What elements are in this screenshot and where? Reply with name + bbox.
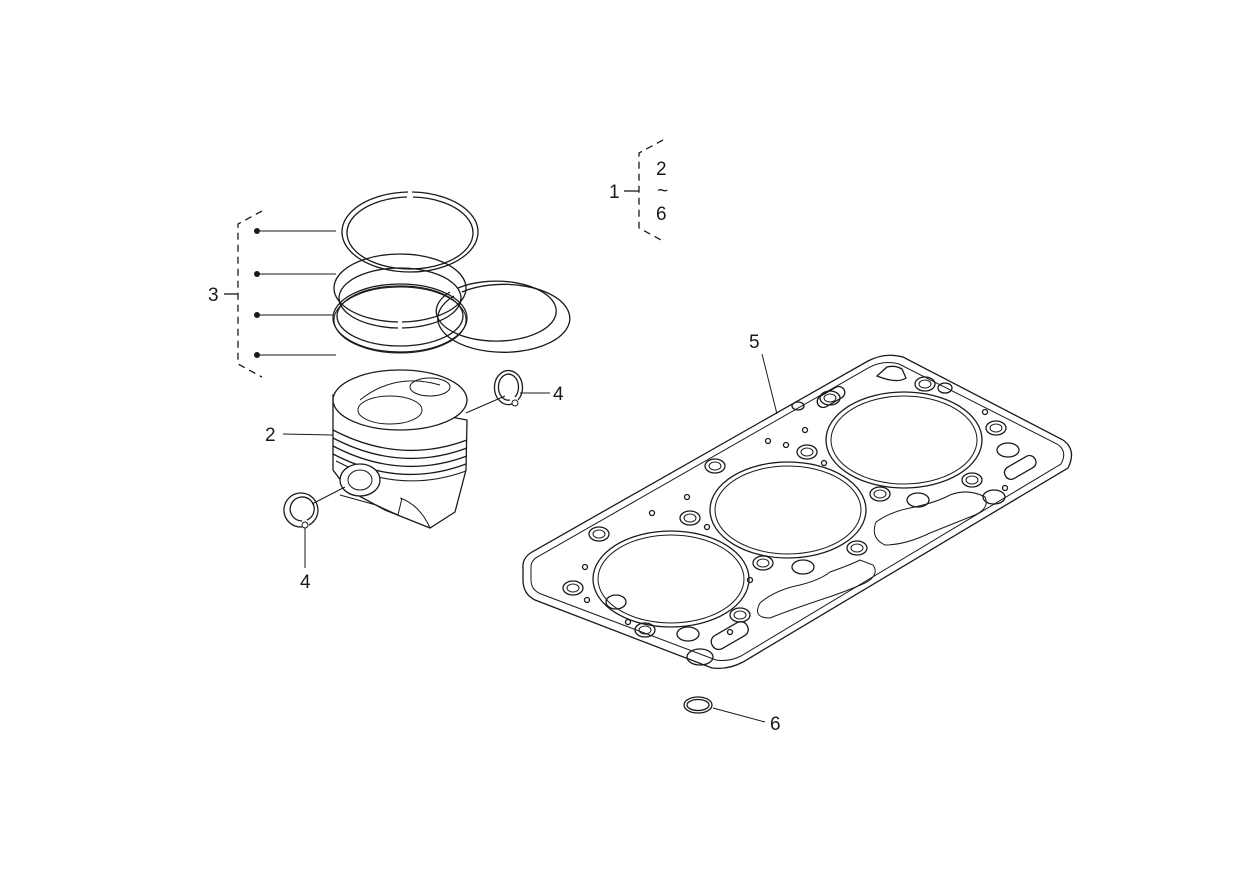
cylinder-head-gasket: 5: [522, 332, 1073, 670]
kit-bracket: 1 2 ~ 6: [609, 139, 668, 242]
callout-4-right: 4: [553, 384, 564, 405]
kit-range-end: 6: [656, 204, 667, 225]
gasket-holes: [562, 376, 1020, 666]
piston-ring-third: [332, 283, 468, 354]
cylinder-bore-1: [592, 530, 750, 628]
cylinder-bore-2: [709, 461, 867, 559]
piston-ring-second: [435, 280, 571, 353]
snap-ring-right: 4: [465, 369, 564, 414]
gasket-slots: [710, 365, 1037, 651]
callout-2: 2: [265, 425, 276, 446]
piston-ring-oil: [333, 253, 467, 329]
piston-rings-bracket: 3: [208, 210, 336, 378]
snap-ring-bottom: 4: [283, 486, 346, 593]
kit-range-start: 2: [656, 159, 667, 180]
o-ring: 6: [683, 696, 781, 735]
callout-6: 6: [770, 714, 781, 735]
piston: 2: [265, 369, 468, 529]
callout-1: 1: [609, 182, 620, 203]
callout-5: 5: [749, 332, 760, 353]
kit-range-separator: ~: [657, 181, 668, 202]
gasket-dowels: [581, 408, 1009, 636]
callout-4-bottom: 4: [300, 572, 311, 593]
callout-3: 3: [208, 285, 219, 306]
cylinder-bore-3: [825, 391, 983, 489]
